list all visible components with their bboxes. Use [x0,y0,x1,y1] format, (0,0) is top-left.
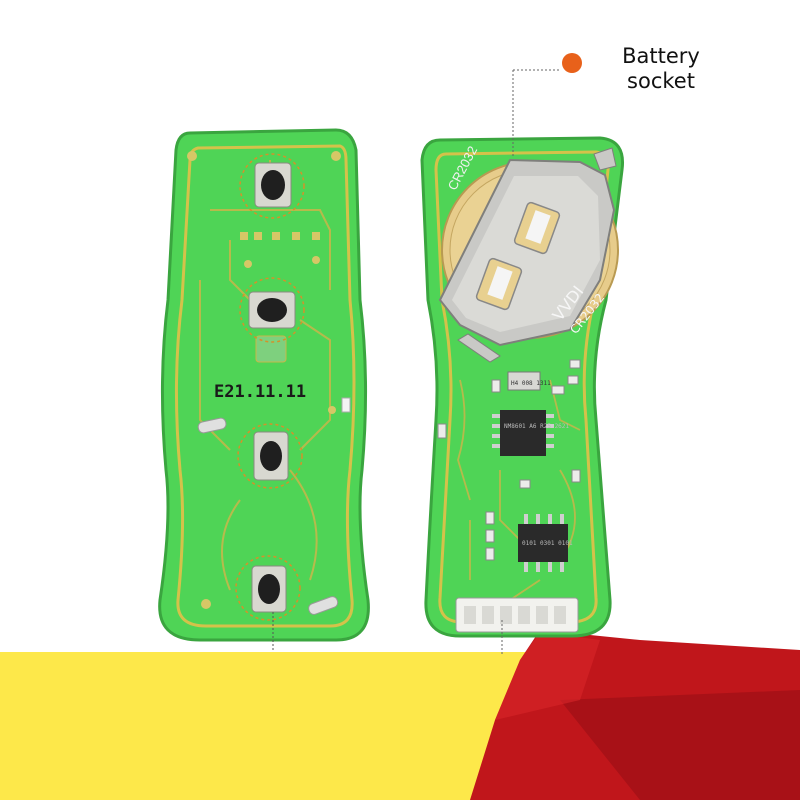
callout-line-2: socket [627,69,695,93]
left-pcb-board: E21.11.11 [158,128,370,650]
chip-a: NM8601 A6 R25 2621 [492,410,569,456]
tactile-switch [237,423,303,489]
board-marking: E21.11.11 [214,382,306,402]
tactile-switch [235,555,301,621]
battery-socket: VVDI CR2032 [438,147,619,363]
tactile-switch [239,153,305,219]
tactile-switch [239,277,305,343]
chip-b: 0101 0301 0101 [518,514,573,572]
chip-a-marking: NM8601 A6 R25 2621 [504,423,569,430]
callout-pointer [501,53,582,655]
chip-b-marking: 0101 0301 0101 [522,540,573,547]
callout-line-1: Battery [622,44,700,68]
red-highlight [495,632,600,720]
right-pcb-board: CR2032 VVDI CR2032 H4 008 1311 [420,136,625,638]
callout-label: Battery socket [606,44,716,94]
callout-dot [562,53,582,73]
dark-red-shade [560,690,800,800]
small-chip-marking: H4 008 1311 [511,380,551,387]
connector [455,597,579,633]
